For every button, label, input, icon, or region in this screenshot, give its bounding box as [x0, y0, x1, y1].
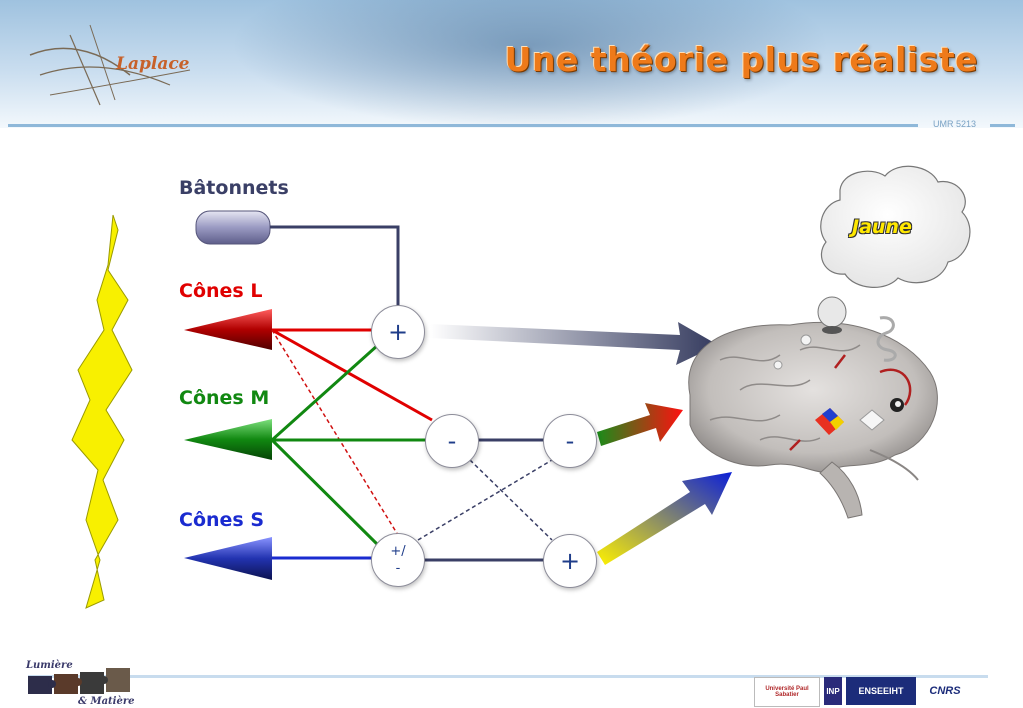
- node-minus-right: -: [543, 414, 597, 468]
- rods-label: Bâtonnets: [179, 177, 289, 199]
- node-plus-top-sign: +: [387, 318, 409, 346]
- footer-lumiere-text: Lumière: [26, 660, 73, 671]
- footer-matiere-text: & Matière: [78, 696, 135, 707]
- node-plus-minus-line2: -: [395, 561, 401, 576]
- node-minus-mid-sign: -: [447, 427, 457, 455]
- footer-divider: [28, 675, 988, 678]
- brain-icon: [688, 321, 938, 519]
- thought-cloud: [820, 165, 971, 288]
- umr-label: UMR 5213: [933, 119, 977, 129]
- cone-m-to-plusminus: [270, 438, 380, 547]
- node-plus-bottom: +: [543, 534, 597, 588]
- cone-m-to-plus: [270, 343, 380, 442]
- cone-l-to-plusminus: [271, 329, 399, 536]
- cone-l-to-minus: [271, 328, 433, 422]
- header-divider: [8, 124, 918, 127]
- cone-s-icon: [184, 537, 272, 580]
- ups-logo: Université Paul Sabatier: [754, 677, 820, 707]
- laplace-logo-text: Laplace: [116, 54, 190, 74]
- node-plus-minus: +/ -: [371, 533, 425, 587]
- yellow-blue-arrow-icon: [597, 472, 732, 565]
- cones-s-label: Cônes S: [179, 509, 265, 531]
- inp-logo: INP: [824, 677, 842, 705]
- partner-logos: Université Paul Sabatier INP ENSEEIHT CN…: [754, 677, 970, 707]
- enseeiht-logo-text: ENSEEIHT: [858, 686, 904, 696]
- bulb-icon: [817, 296, 847, 334]
- cones-m-label: Cônes M: [179, 387, 270, 409]
- lumiere-matiere-logo: Lumière & Matière: [26, 660, 136, 707]
- cone-m-icon: [184, 419, 272, 460]
- header-divider-end: [990, 124, 1015, 127]
- header-banner: Laplace Une théorie plus réaliste: [0, 0, 1023, 128]
- laplace-logo-icon: [29, 24, 191, 106]
- cnrs-logo: CNRS: [920, 677, 970, 705]
- red-green-arrow-icon: [597, 403, 683, 446]
- header-decoration: [230, 0, 830, 128]
- spiral-icon: [876, 316, 897, 362]
- enseeiht-logo: ENSEEIHT: [846, 677, 916, 705]
- cones-l-label: Cônes L: [179, 280, 263, 302]
- perceived-color-label: Jaune: [852, 216, 912, 238]
- puzzle-logo-icon: [28, 668, 130, 694]
- luminance-arrow-icon: [430, 322, 718, 365]
- light-source-icon: [71, 214, 133, 609]
- cnrs-logo-text: CNRS: [929, 685, 961, 697]
- node-plus-minus-line1: +/: [390, 544, 406, 559]
- rod-cell-icon: [195, 210, 271, 245]
- ups-logo-text: Université Paul Sabatier: [765, 686, 809, 698]
- page-title: Une théorie plus réaliste: [504, 40, 978, 79]
- plusminus-to-minus-dashed: [417, 459, 553, 541]
- node-minus-mid: -: [425, 414, 479, 468]
- minus-to-plus-dashed: [469, 459, 553, 541]
- node-plus-bottom-sign: +: [559, 547, 581, 575]
- cone-l-icon: [184, 309, 272, 350]
- node-plus-top: +: [371, 305, 425, 359]
- rod-connection: [270, 225, 400, 305]
- node-minus-right-sign: -: [565, 427, 575, 455]
- inp-logo-text: INP: [826, 686, 840, 696]
